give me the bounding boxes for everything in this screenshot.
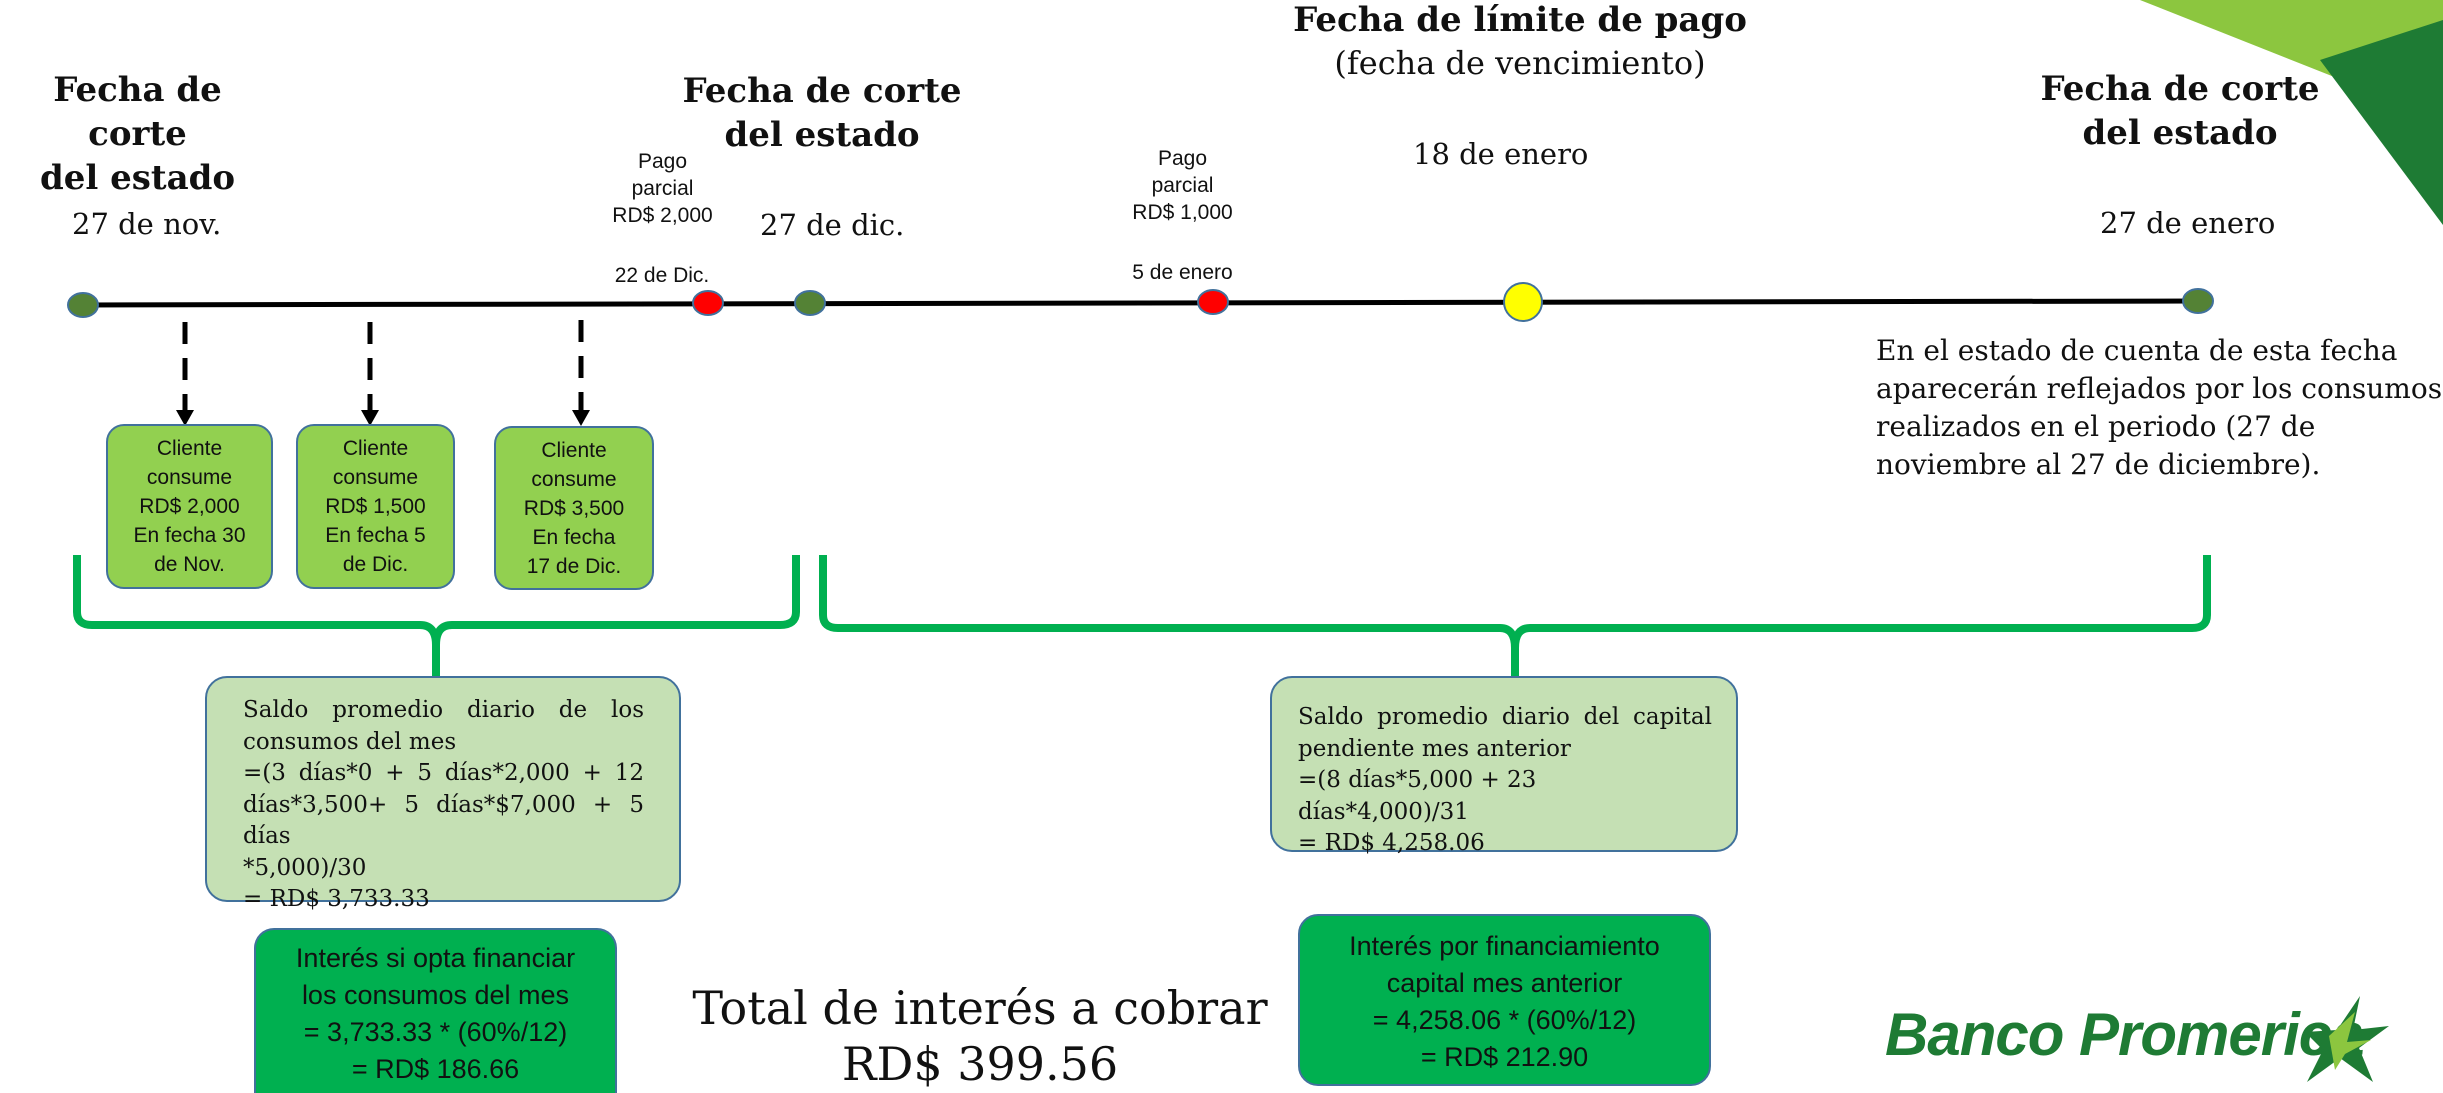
cut-dot-3 [2182,288,2214,314]
interest-line: = RD$ 212.90 [1420,1042,1589,1072]
header-line: Fecha de corte [53,70,222,154]
purchase-line: de Dic. [342,553,409,576]
purchase-line: RD$ 3,500 [523,496,625,520]
calc-line: pendiente mes anterior [1298,735,1571,762]
calc-line: = RD$ 4,258.06 [1298,830,1485,856]
cut-date-1: 27 de nov. [72,207,222,241]
purchase-line: RD$ 1,500 [325,495,426,518]
purchase-box-1: Cliente consume RD$ 2,000 En fecha 30 de… [106,424,273,589]
corner-decoration-dark [2320,20,2443,225]
bracket-left [73,555,800,676]
note-line: En el estado de cuenta de esta fecha [1876,334,2398,367]
due-date-title: Fecha de límite de pago [1293,0,1747,40]
calc-line: Saldo promedio diario de los [243,697,644,723]
due-date: 18 de enero [1413,137,1589,171]
cut-date-2: 27 de dic. [760,208,905,242]
header-line: del estado [39,158,236,198]
interest-line: = 3,733.33 * (60%/12) [303,1017,568,1047]
total-label: Total de interés a cobrar [692,981,1268,1035]
cut-date-3: 27 de enero [2100,206,2276,240]
promerica-star-icon [2305,996,2389,1082]
logo-text: Banco Promerica [1885,1001,2365,1068]
calc-line: *5,000)/30 [243,854,367,881]
calc-box-left: Saldo promedio diario de los consumos de… [205,676,681,912]
due-date-subtitle: (fecha de vencimiento) [1334,44,1706,82]
calc-box-right: Saldo promedio diario del capital pendie… [1270,676,1738,856]
purchase-line: consume [531,467,617,491]
purchase-line: En fecha 30 [133,524,246,547]
cut-dot-1 [67,292,99,318]
interest-line: = RD$ 186.66 [351,1054,520,1084]
bracket-right [819,555,2211,676]
purchase-line: En fecha [532,525,616,549]
due-date-header: Fecha de límite de pago (fecha de vencim… [1240,0,1800,84]
purchase-box-2: Cliente consume RD$ 1,500 En fecha 5 de … [296,424,455,589]
payment-date-1: 22 de Dic. [614,264,710,287]
interest-box-right: Interés por financiamiento capital mes a… [1298,914,1711,1086]
purchase-line: Cliente [342,437,409,460]
calc-line: = RD$ 3,733.33 [243,886,430,912]
due-date-dot [1503,282,1543,322]
payment-date-2: 5 de enero [1132,261,1233,284]
total-value: RD$ 399.56 [841,1037,1119,1091]
cut-date-header-1: Fecha de corte del estado [0,68,275,200]
purchase-line: En fecha 5 [325,524,426,547]
interest-line: Interés si opta financiar [295,943,576,973]
cut-date-header-3: Fecha de corte del estado [2040,67,2320,155]
purchase-box-3: Cliente consume RD$ 3,500 En fecha 17 de… [494,426,654,590]
calc-line: días*3,500+ 5 días*$7,000 + 5 días [243,791,644,850]
payment-label-2: Pago parcial RD$ 1,000 [1120,145,1245,226]
header-line: del estado [724,115,920,155]
note-line: aparecerán reflejados por los consumos [1876,372,2443,405]
header-line: Fecha de corte [682,71,962,111]
arrowhead-2 [361,410,379,426]
purchase-line: consume [332,466,419,489]
purchase-line: Cliente [541,438,607,462]
payment-label-line: parcial [631,177,694,200]
calc-line: =(8 días*5,000 + 23 días*4,000)/31 [1298,767,1537,825]
note-line: realizados en el periodo (27 de [1876,410,2316,443]
payment-dot-1 [692,290,724,316]
header-line: del estado [2082,113,2278,153]
arrowhead-3 [572,410,590,426]
banco-promerica-logo: Banco Promerica [1880,990,2400,1085]
payment-label-line: Pago [637,150,688,173]
interest-line: los consumos del mes [301,980,570,1010]
purchase-line: RD$ 2,000 [139,495,240,518]
payment-label-line: RD$ 2,000 [612,204,713,227]
cut-dot-2 [794,290,826,316]
header-line: Fecha de corte [2040,69,2320,109]
calc-line: consumos del mes [243,728,457,755]
interest-line: Interés por financiamiento [1349,931,1660,961]
interest-box-left: Interés si opta financiar los consumos d… [254,928,617,1093]
payment-label-line: Pago [1157,147,1208,170]
purchase-arrows [182,320,584,410]
statement-note: En el estado de cuenta de esta fecha apa… [1876,332,2442,484]
payment-dot-2 [1197,289,1229,315]
calc-line: =(3 días*0 + 5 días*2,000 + 12 [243,760,644,786]
payment-label-line: parcial [1151,174,1214,197]
cut-date-header-2: Fecha de corte del estado [682,69,962,157]
calc-line: Saldo promedio diario del capital [1298,704,1712,730]
interest-line: capital mes anterior [1386,968,1623,998]
purchase-line: Cliente [156,437,223,460]
purchase-line: consume [146,466,233,489]
purchase-line: 17 de Dic. [526,554,622,578]
timeline-line [82,298,2199,308]
arrowhead-1 [176,410,194,426]
total-interest: Total de interés a cobrar RD$ 399.56 [680,980,1280,1092]
purchase-line: de Nov. [154,553,225,576]
interest-line: = 4,258.06 * (60%/12) [1372,1005,1637,1035]
payment-label-line: RD$ 1,000 [1132,201,1233,224]
payment-label-1: Pago parcial RD$ 2,000 [600,148,725,229]
note-line: noviembre al 27 de diciembre). [1876,448,2321,481]
